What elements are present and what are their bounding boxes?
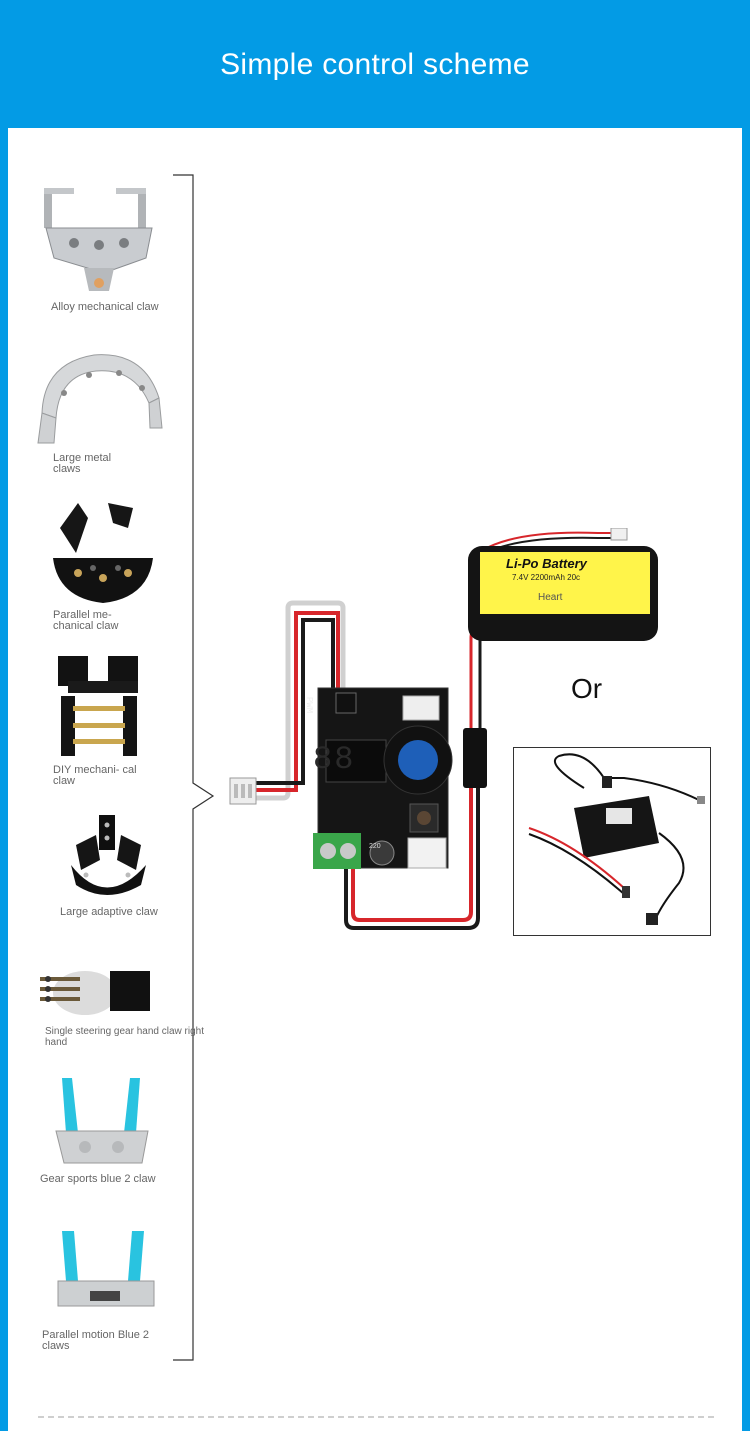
battery-brand: Li-Po Battery: [506, 556, 587, 571]
power-adapter-box: [513, 747, 711, 936]
or-label: Or: [571, 673, 603, 704]
battery-maker: Heart: [538, 592, 563, 603]
parallel-claw-image: [48, 498, 158, 608]
hand-claw-image: [40, 963, 155, 1023]
power-adapter-image: [528, 753, 705, 925]
blue-parallel-claw-image: [50, 1226, 160, 1316]
seven-segment-display: 88: [313, 741, 356, 778]
claw-label: Parallel motion Blue 2 claws: [42, 1329, 150, 1352]
battery-pack: [468, 528, 658, 641]
battery-spec: 7.4V 2200mAh 20c: [512, 573, 581, 582]
wiring-diagram: [229, 528, 658, 930]
section-divider: [38, 1416, 714, 1418]
claw-label: Parallel me- chanical claw: [53, 609, 119, 632]
claw-label: Large adaptive claw: [60, 906, 158, 918]
capacitor-label: 220: [369, 843, 381, 850]
alloy-claw-image: [34, 183, 164, 298]
claw-label: DIY mechani- cal claw: [53, 764, 137, 787]
pwm-label: PWM: [304, 696, 315, 714]
diy-claw-image: [53, 651, 148, 766]
claw-label: Alloy mechanical claw: [51, 301, 159, 313]
content-panel: Alloy mechanical claw Large metal claws …: [8, 128, 742, 1431]
controller-board: [313, 687, 453, 869]
large-metal-claw-image: [34, 343, 164, 453]
claw-label: Single steering gear hand claw right han…: [45, 1026, 204, 1048]
blue-gear-claw-image: [50, 1073, 155, 1168]
claw-label: Gear sports blue 2 claw: [40, 1173, 156, 1185]
claw-label: Large metal claws: [53, 452, 112, 475]
page-title: Simple control scheme: [220, 48, 530, 81]
adaptive-claw-image: [66, 810, 151, 905]
grouping-bracket: [173, 174, 215, 1361]
header-banner: Simple control scheme: [0, 0, 750, 128]
